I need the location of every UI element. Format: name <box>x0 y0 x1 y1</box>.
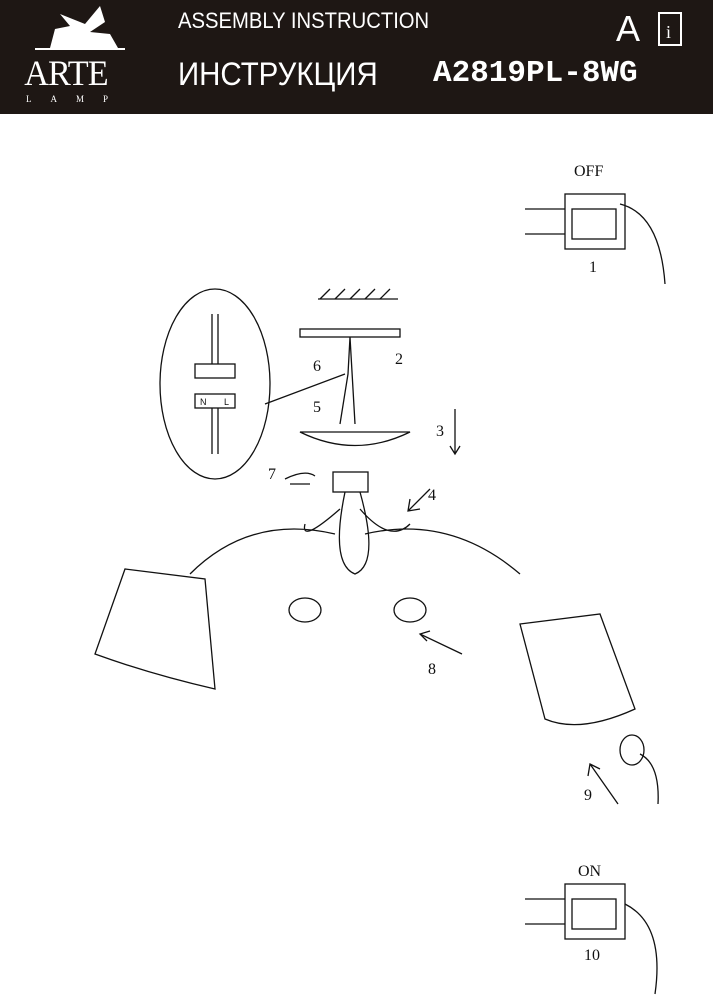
manual-book-icon: i <box>658 12 682 46</box>
neutral-label: N <box>200 397 207 407</box>
right-crystal <box>393 597 427 623</box>
left-shade <box>94 568 216 690</box>
language-badge: A <box>616 8 641 49</box>
step-4-label: 4 <box>428 487 436 504</box>
svg-text:i: i <box>666 22 671 42</box>
right-shade <box>519 613 636 726</box>
off-label: OFF <box>574 163 603 180</box>
lion-logo-icon <box>35 6 125 50</box>
mounting-bracket <box>299 328 401 338</box>
step-7-label: 7 <box>268 466 276 483</box>
switch-on-figure: ON 10 <box>525 863 658 995</box>
step-8-label: 8 <box>428 661 436 678</box>
bulb <box>619 734 645 766</box>
step-3-label: 3 <box>436 423 444 440</box>
brand-logo: ARTE <box>24 53 108 93</box>
on-label: ON <box>578 863 602 880</box>
title-en: ASSEMBLY INSTRUCTION <box>178 8 430 33</box>
header-banner: ARTE LAMP ASSEMBLY INSTRUCTION ИНСТРУКЦИ… <box>0 0 713 114</box>
step-10-label: 10 <box>584 947 600 964</box>
left-crystal <box>288 597 322 623</box>
assembly-diagram: OFF 1 N L 2 3 4 5 6 7 8 9 ON 10 <box>94 163 666 995</box>
canopy <box>299 431 411 447</box>
switch-off-figure: OFF 1 <box>525 163 666 285</box>
model-number: A2819PL-8WG <box>433 56 638 91</box>
step-6-label: 6 <box>313 358 321 375</box>
step-9-label: 9 <box>584 787 592 804</box>
step-5-label: 5 <box>313 399 321 416</box>
brand-sub: LAMP <box>26 94 128 104</box>
title-ru: ИНСТРУКЦИЯ <box>178 56 378 92</box>
center-block <box>332 471 369 493</box>
wiring-detail <box>159 288 271 480</box>
step-1-label: 1 <box>589 259 597 276</box>
step-2-label: 2 <box>395 351 403 368</box>
live-label: L <box>224 397 229 407</box>
